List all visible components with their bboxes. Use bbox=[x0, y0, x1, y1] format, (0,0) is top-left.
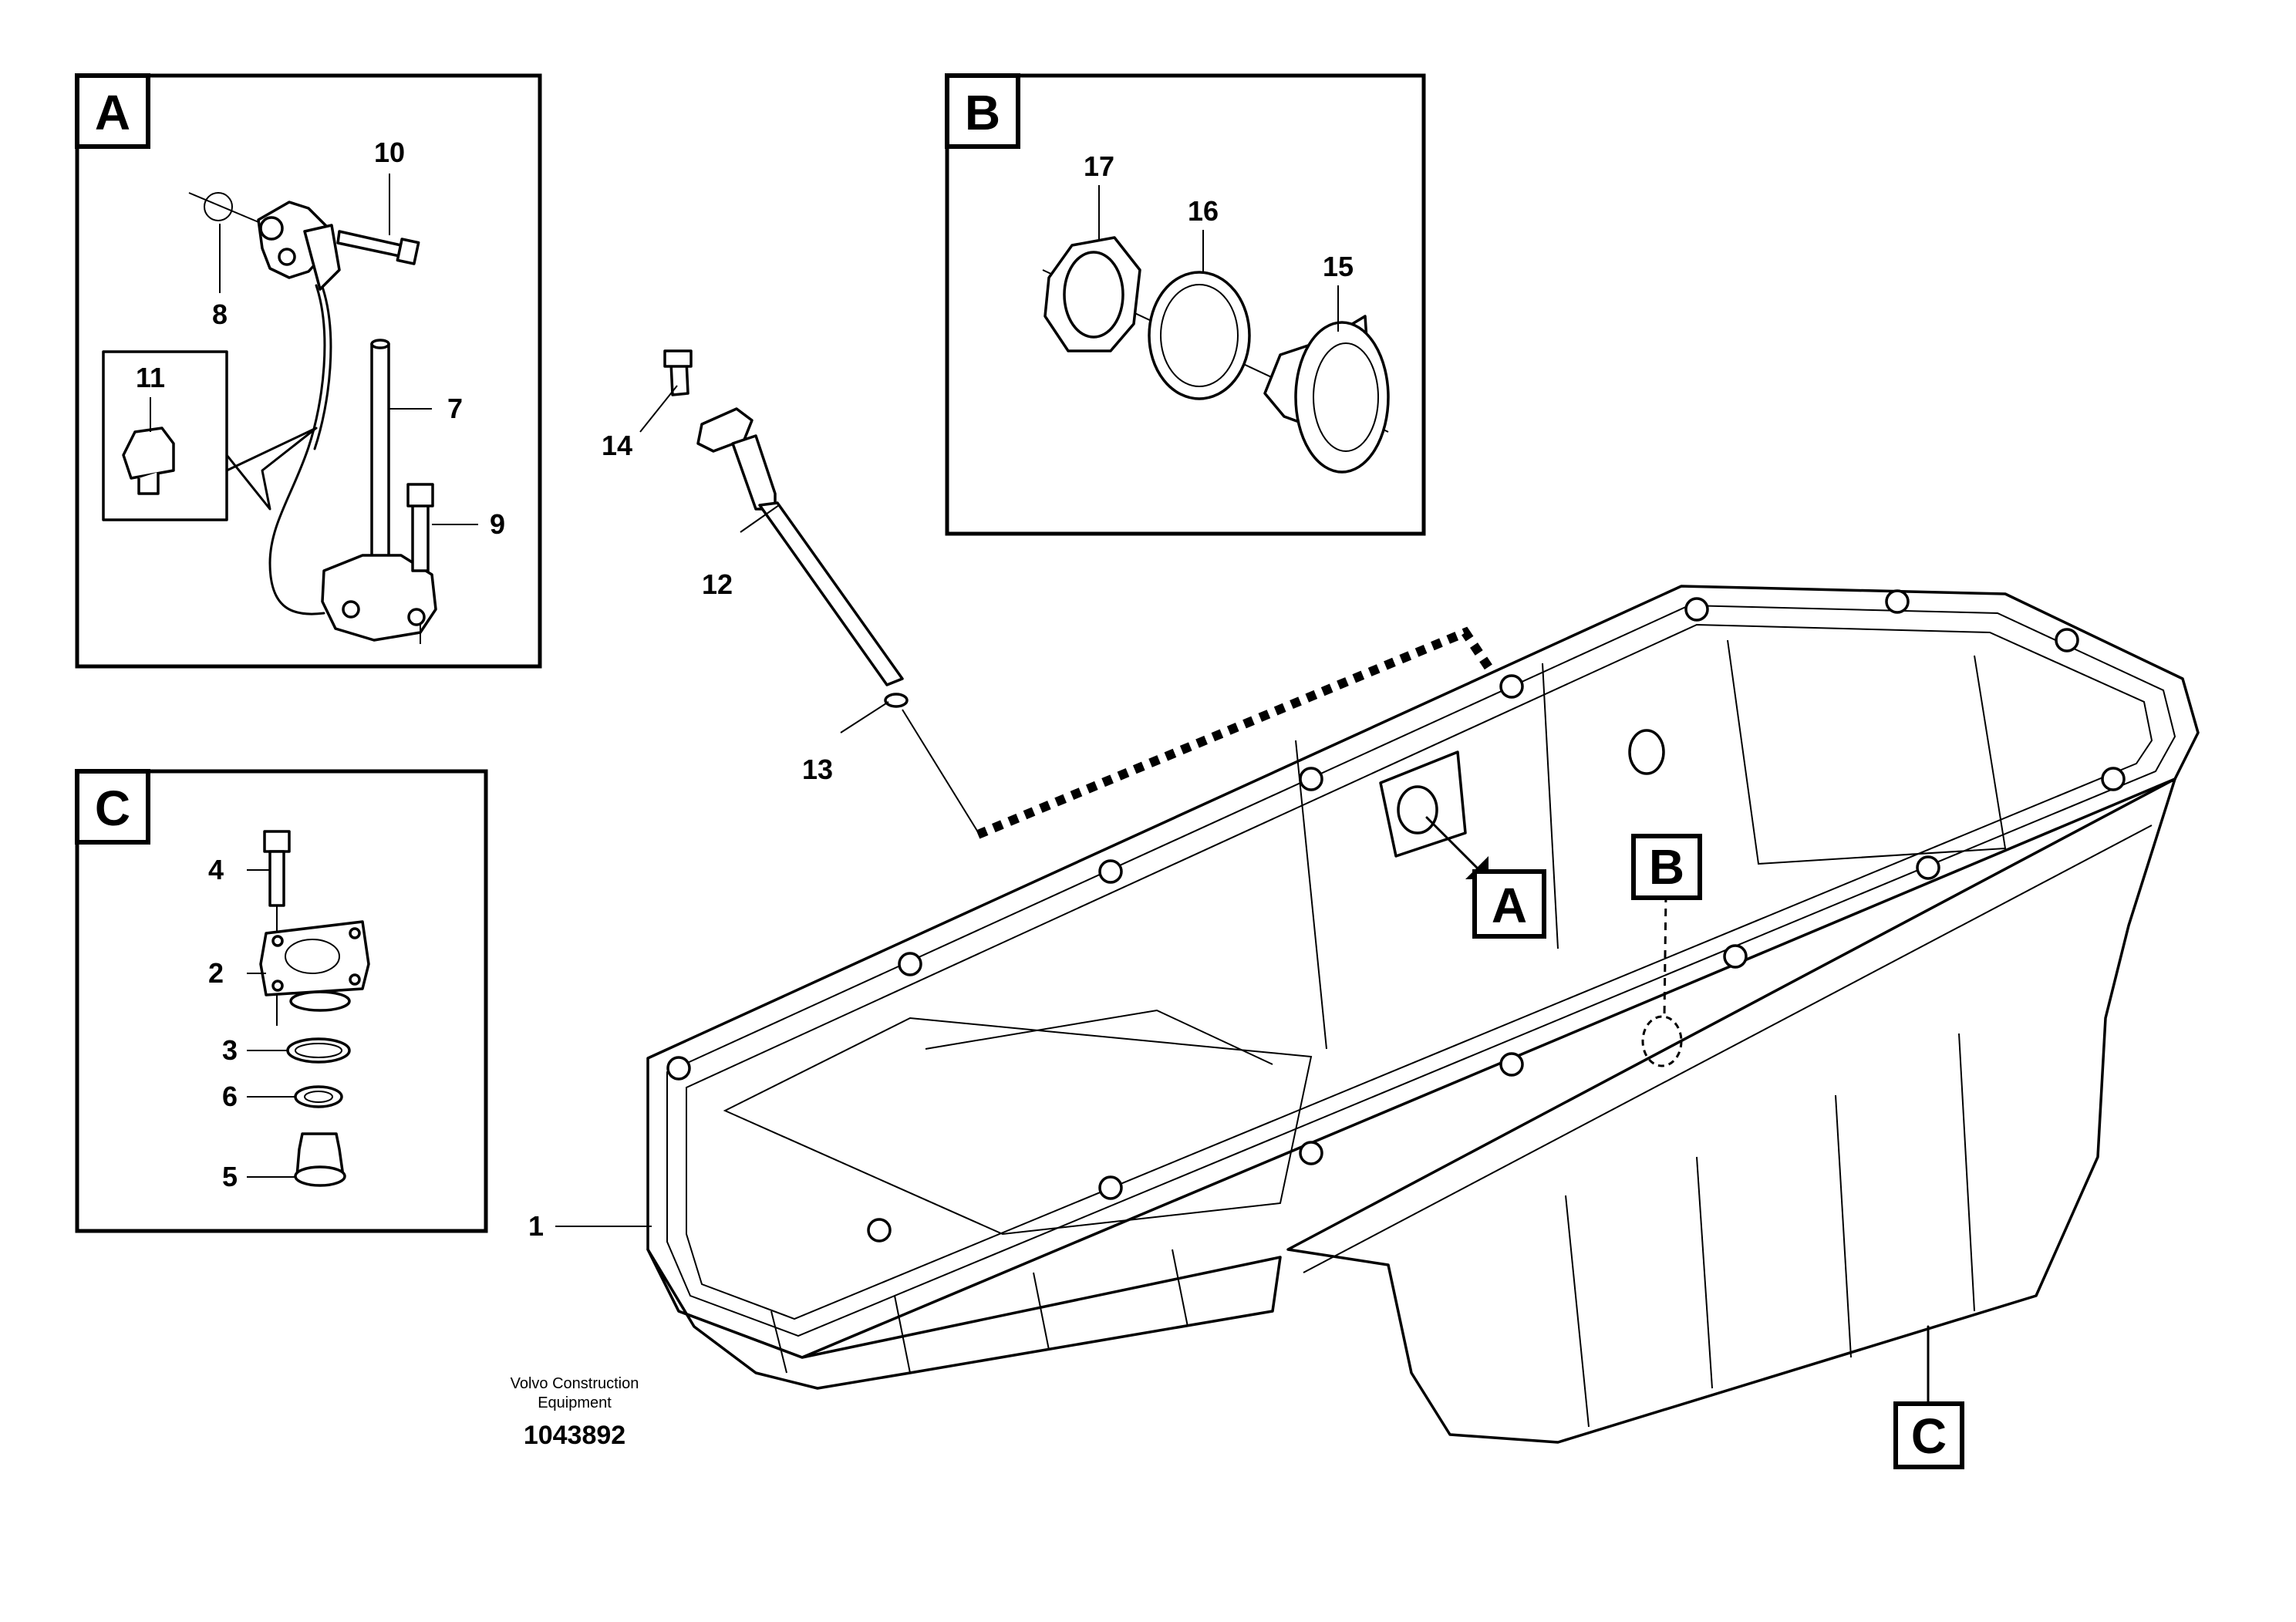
callout-11: 11 bbox=[136, 362, 165, 393]
callout-14: 14 bbox=[602, 430, 632, 461]
bolt-4 bbox=[263, 830, 291, 853]
dipstick-position-dashed bbox=[976, 626, 1500, 839]
callout-7: 7 bbox=[447, 393, 463, 424]
detail-tag-label-c: C bbox=[95, 781, 130, 836]
detail-tag-label-a: A bbox=[95, 85, 130, 140]
callout-6: 6 bbox=[222, 1081, 238, 1112]
rim-bolt-bosses bbox=[666, 589, 2126, 1243]
oil-pan-sump bbox=[1286, 777, 2176, 1444]
drain-location-b bbox=[1641, 1015, 1683, 1067]
reference-tag-c: C bbox=[1911, 1408, 1947, 1464]
detail-view-b: B 17 16 15 bbox=[945, 73, 1426, 536]
callout-12: 12 bbox=[702, 568, 733, 600]
callout-5: 5 bbox=[222, 1161, 238, 1192]
oil-pan-shallow-end bbox=[646, 1248, 1282, 1390]
callout-4: 4 bbox=[208, 854, 224, 885]
callout-15: 15 bbox=[1323, 251, 1354, 282]
callout-9: 9 bbox=[490, 508, 505, 540]
dipstick-assembly: 14 12 13 bbox=[602, 349, 1500, 839]
drawing-number: 1043892 bbox=[524, 1421, 625, 1450]
callout-13: 13 bbox=[802, 754, 833, 785]
detail-tag-label-b: B bbox=[965, 85, 1000, 140]
reference-tag-box-a bbox=[1472, 869, 1546, 939]
callout-8: 8 bbox=[212, 298, 228, 330]
detail-tag-box-a bbox=[75, 73, 150, 149]
company-name-line1: Volvo Construction bbox=[511, 1375, 639, 1392]
footer: Volvo Construction Equipment 1043892 bbox=[511, 1375, 639, 1450]
seal-ring-16 bbox=[1148, 271, 1251, 400]
callout-1: 1 bbox=[528, 1210, 544, 1242]
cover-plate-2 bbox=[259, 920, 370, 996]
reference-tag-b: B bbox=[1649, 839, 1684, 895]
oil-pan-1: 1 A B C bbox=[528, 585, 2200, 1469]
callout-16: 16 bbox=[1188, 195, 1219, 227]
clip-11 bbox=[122, 427, 175, 480]
callout-10: 10 bbox=[374, 137, 405, 168]
callout-3: 3 bbox=[222, 1034, 238, 1066]
dipstick-12 bbox=[758, 501, 904, 686]
callout-2: 2 bbox=[208, 957, 224, 989]
reference-tag-box-b bbox=[1631, 834, 1702, 900]
washer-6 bbox=[294, 1085, 343, 1108]
reference-tag-box-c bbox=[1893, 1401, 1964, 1469]
o-ring-8 bbox=[204, 192, 233, 221]
detail-view-a: A 10 8 11 bbox=[75, 73, 542, 669]
callout-17: 17 bbox=[1084, 150, 1114, 182]
sensor-cable bbox=[268, 284, 326, 615]
o-ring-13 bbox=[884, 693, 909, 708]
detail-tag-box-b bbox=[945, 73, 1020, 149]
tube-flange bbox=[321, 554, 437, 642]
guide-tube-7 bbox=[370, 342, 390, 569]
company-name-line2: Equipment bbox=[538, 1394, 612, 1411]
detail-view-c: C 4 2 3 6 5 bbox=[75, 769, 488, 1233]
detail-tag-box-c bbox=[75, 769, 150, 845]
bolt-9 bbox=[411, 504, 430, 572]
reference-tag-a: A bbox=[1492, 878, 1527, 933]
o-ring-3 bbox=[286, 1037, 351, 1064]
